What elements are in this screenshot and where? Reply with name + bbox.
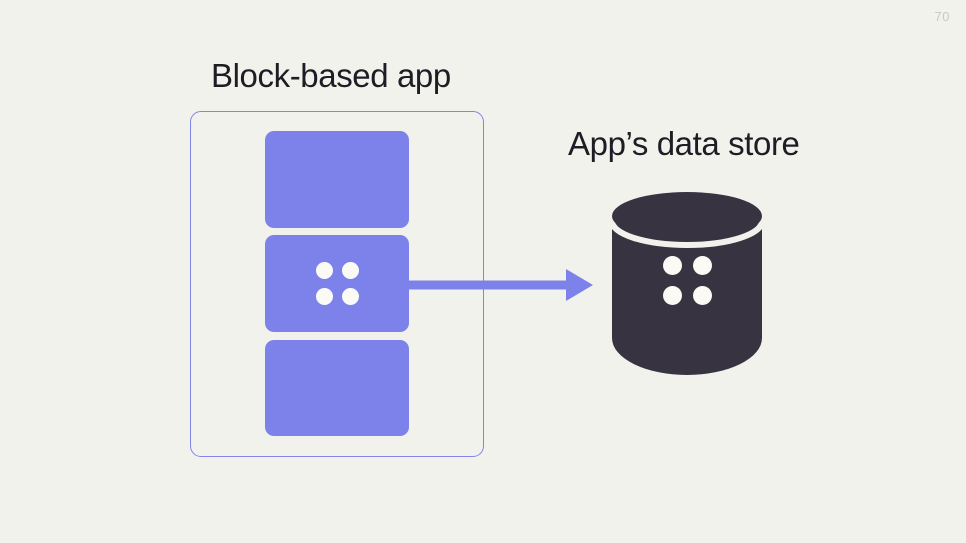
app-block-3[interactable] [265, 340, 409, 436]
data-dot [663, 256, 682, 275]
data-dot [315, 262, 333, 279]
database-cylinder-icon [609, 192, 765, 375]
data-dot [663, 286, 682, 305]
data-dot [693, 256, 712, 275]
data-dot [693, 286, 712, 305]
data-store-dots-wrapper [663, 256, 713, 306]
data-dots-icon [315, 262, 359, 305]
app-block-2[interactable] [265, 235, 409, 332]
data-dot [315, 288, 333, 305]
data-dot [341, 288, 359, 305]
app-block-1[interactable] [265, 131, 409, 228]
data-dot [341, 262, 359, 279]
block-based-app-title: Block-based app [211, 57, 451, 94]
page-number: 70 [934, 9, 950, 24]
arrow-right-icon [400, 269, 593, 301]
data-dots-icon [663, 256, 713, 305]
data-store-title: App’s data store [568, 125, 800, 162]
